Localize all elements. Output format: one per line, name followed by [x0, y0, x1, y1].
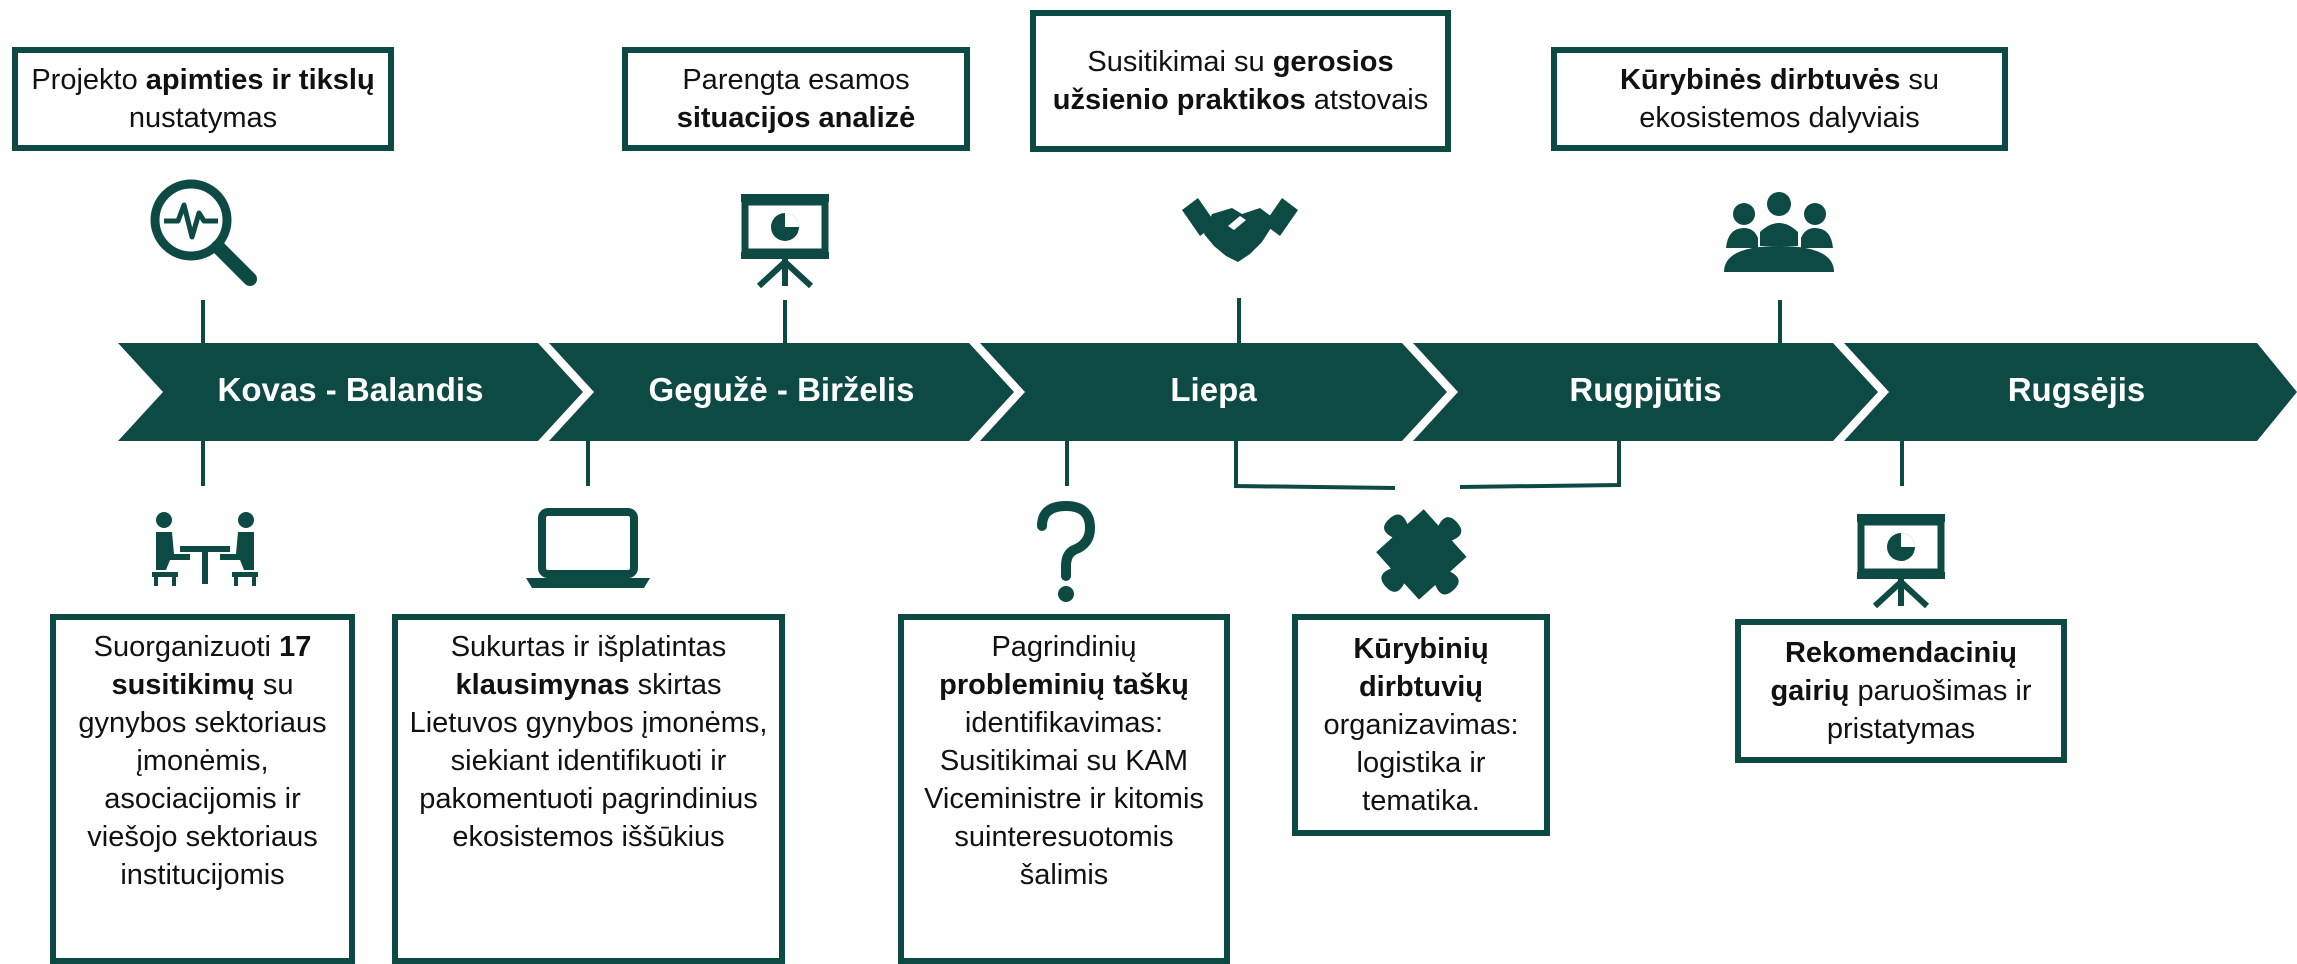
phase-label-kovas-balandis: Kovas - Balandis [217, 371, 484, 408]
puzzle-piece-icon [1376, 509, 1467, 600]
phase-label-geguze-birzelis: Gegužė - Birželis [648, 371, 915, 408]
presentation-board-icon [741, 194, 829, 289]
bottom-box-2: Sukurtas ir išplatintas klausimynas skir… [392, 614, 785, 964]
phase-arrow-5 [1844, 343, 2297, 441]
presentation-board-icon [1857, 514, 1945, 609]
phase-label-rugpjutis: Rugpjūtis [1569, 371, 1722, 408]
bottom-box-1: Suorganizuoti 17 susitikimų su gynybos s… [50, 614, 355, 964]
top-box-1: Projekto apimties ir tikslų nustatymas [12, 47, 394, 151]
top-box-4: Kūrybinės dirbtuvės su ekosistemos dalyv… [1551, 47, 2008, 151]
question-mark-icon [1037, 500, 1096, 602]
phase-label-rugsejis: Rugsėjis [2007, 371, 2146, 408]
phase-arrow-4 [1413, 343, 1878, 441]
handshake-icon [1182, 198, 1298, 262]
bottom-box-4: Kūrybinių dirbtuvių organizavimas: logis… [1292, 614, 1550, 836]
meeting-table-icon [152, 512, 258, 586]
phase-arrow-1 [118, 343, 583, 441]
bottom-box-5: Rekomendacinių gairių paruošimas ir pris… [1735, 619, 2067, 763]
magnifier-pulse-icon [150, 179, 257, 286]
people-group-icon [1724, 192, 1834, 272]
phase-arrow-2 [549, 343, 1014, 441]
top-box-3: Susitikimai su gerosios užsienio praktik… [1030, 10, 1451, 152]
top-box-2: Parengta esamos situacijos analizė [622, 47, 970, 151]
timeline-arrows [118, 343, 2297, 441]
laptop-icon [526, 508, 650, 588]
bottom-box-3: Pagrindinių probleminių taškų identifika… [898, 614, 1230, 964]
phase-arrow-3 [980, 343, 1447, 441]
phase-label-liepa: Liepa [1170, 371, 1257, 408]
connector-lines [201, 298, 1904, 490]
